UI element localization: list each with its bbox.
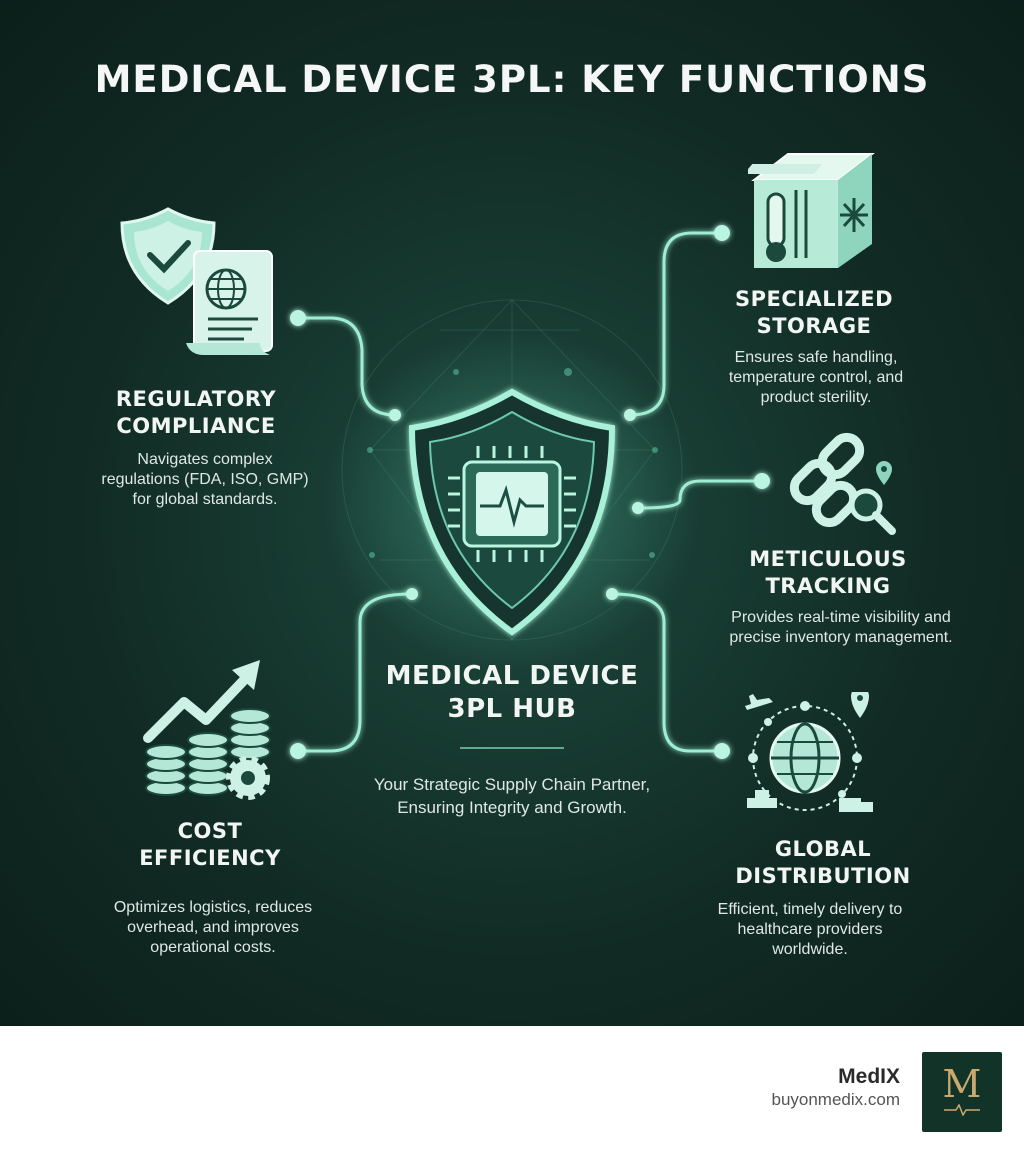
medix-logo: M [922, 1052, 1002, 1132]
hub-divider [460, 747, 564, 749]
coins-growth-icon [143, 660, 271, 800]
hub-shield-icon [408, 388, 616, 636]
cold-storage-icon [748, 153, 875, 268]
chain-tracking-icon [789, 432, 896, 535]
brand-url[interactable]: buyonmedix.com [771, 1090, 900, 1109]
brand-name: MedIX [838, 1065, 900, 1088]
connector-lines [298, 231, 762, 753]
globe-logistics-icon [745, 692, 873, 812]
logo-letter: M [942, 1062, 982, 1106]
page-title: MEDICAL DEVICE 3PL: KEY FUNCTIONS [94, 58, 930, 101]
connector-network [290, 225, 770, 759]
infographic-canvas: MEDICAL DEVICE 3PL: KEY FUNCTIONS REGULA… [0, 0, 1024, 1026]
hub-description: Your Strategic Supply Chain Partner, Ens… [373, 775, 651, 817]
logo-pulse-icon [944, 1104, 980, 1116]
specialized-storage-description: Ensures safe handling, temperature contr… [728, 349, 904, 406]
meticulous-tracking-description: Provides real-time visibility and precis… [729, 609, 953, 646]
shield-document-icon [120, 207, 273, 355]
global-distribution-description: Efficient, timely delivery to healthcare… [717, 901, 903, 958]
cost-efficiency-description: Optimizes logistics, reduces overhead, a… [113, 899, 313, 956]
regulatory-compliance-description: Navigates complex regulations (FDA, ISO,… [101, 451, 309, 508]
connector-nodes [290, 225, 770, 759]
footer [0, 1026, 1024, 1154]
